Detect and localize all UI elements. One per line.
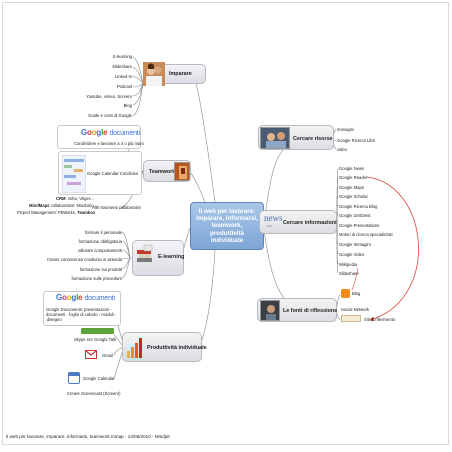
gmail-icon [85,350,97,359]
people-photo [260,127,290,149]
topic-teamwork[interactable]: Teamwork [143,160,191,182]
teamwork-calendar: Google Calendar Condiviso [87,171,139,176]
calendar-screenshot-card: Google Calendar Condiviso [58,151,142,195]
google-docs-logo: Google documenti [81,128,140,137]
produttivita-screencast: Creare Screencast (Screenr) [67,391,121,396]
info-item-4: Google Ricerca Blog [339,204,378,209]
produttivita-gmail: Gmail [102,353,113,358]
produttivita-calendar: Google Calendar [83,376,115,381]
news-badge-sub: mais [266,224,273,228]
imparare-item-linkedin: Linked In [115,74,132,79]
topic-cercare-risorse-label: Cercare risorse [293,136,333,142]
risorse-item-libri: Google Ricerca Libri [337,138,375,143]
imparare-item-blog: Blog [123,103,132,108]
elearning-item-3: Creare conoscenza condivisa in azienda [46,257,122,262]
teamwork-altri: Altri strumenti collaborativi [92,205,141,210]
imparare-item-video: Youtube, vimeo, Screenr [86,94,132,99]
topic-fonti-label: Le fonti di riflessione [283,308,338,314]
elearning-item-0: formare il personale [84,230,122,235]
topic-cercare-informazioni[interactable]: news mais Cercare informazioni [259,210,337,234]
elearning-item-1: formazione obbligatoria [78,239,122,244]
blog-icon [341,289,350,298]
produttivita-docs-line1: Google Documents: presentazioni - [46,307,112,312]
fonti-item-siti: Siti di riferimento [364,317,396,322]
books-photo [135,244,155,264]
topic-teamwork-label: Teamwork [149,169,176,175]
teamwork-project: Project Management: PbWorks, Teambox [17,210,96,215]
imparare-item-guide: Guide e corsi di Google [88,113,132,118]
bar-chart-icon [126,335,144,359]
calendar-thumbnail [62,155,86,193]
connector-central-imparare [194,79,216,203]
central-topic-title: Il web per lavorare: imparare, informars… [196,207,258,244]
google-docs-card-teamwork: Google documenti Condividere e lavorare … [57,125,144,149]
elearning-item-2: allenare comportamenti [78,248,122,253]
connector-central-produttivita [199,249,216,347]
person-photo [260,300,280,321]
fonti-item-blog: Blog [352,291,361,296]
teamwork-photo [174,162,190,181]
calendar-icon [68,372,80,384]
teamwork-condividere: Condividere e lavorare a 4 o più mani [74,141,144,146]
google-docs-card-produttivita: Google documenti Google Documents: prese… [43,291,121,326]
topic-cercare-risorse[interactable]: Cercare risorse [258,125,334,150]
news-badge: news mais [264,213,284,231]
info-item-0: Google News [339,166,365,171]
info-item-10: Wikipedia [339,262,358,267]
info-item-9: Google Video [339,252,365,257]
info-item-8: Google Immagini [339,242,371,247]
imparare-item-slideshare: Slideshare [112,64,132,69]
skype-talk-banner [81,328,114,334]
topic-elearning[interactable]: E-learning [132,240,184,276]
produttivita-docs-line2: documenti - foglio di calcolo - moduli - [46,312,117,317]
topic-fonti[interactable]: Le fonti di riflessione [257,298,337,322]
siti-icon [341,315,361,322]
topic-cercare-informazioni-label: Cercare informazioni [283,220,337,226]
teamwork-mindmaps: MindMaps collaborative: Mindomo, ... [29,203,100,208]
footer-caption: Il web per lavorare, imparare, informars… [6,434,170,439]
produttivita-docs-line3: disegno [47,317,62,322]
info-item-3: Google Scholar [339,194,368,199]
topic-produttivita[interactable]: Produttività individuale [122,332,207,362]
info-item-1: Google Reader [339,175,368,180]
relationship-arrow [366,176,419,322]
info-item-6: Google Presentations [339,223,380,228]
elearning-item-5: formazione sulle procedure [71,276,122,281]
teamwork-crm: CRM: zoho, Vtiger... [56,196,94,201]
topic-imparare[interactable]: Imparare [143,62,206,86]
risorse-item-video: video [337,147,348,152]
elearning-item-4: formazione sui prodotti [79,267,122,272]
relationship-arrow-small [351,267,359,291]
info-item-7: Motori di ricerca specializzati [339,232,393,237]
info-item-5: Google ZeitGeist [339,213,371,218]
topic-imparare-label: Imparare [169,71,192,77]
students-photo [143,62,165,86]
risorse-item-immagini: Immagini [337,127,354,132]
page-border [2,2,449,445]
imparare-item-podcast: Podcast [116,84,132,89]
produttivita-skype: Skype ere Google Talk [74,337,117,342]
central-topic[interactable]: Il web per lavorare: imparare, informars… [190,202,264,250]
connector-central-teamwork [189,171,206,203]
topic-elearning-label: E-learning [158,254,185,260]
news-badge-word: news [264,213,283,223]
google-docs-logo-2: Google documenti [56,293,115,302]
fonti-item-social: Social Network [341,307,369,312]
topic-produttivita-label: Produttività individuale [147,345,207,351]
info-item-2: Google Maps [339,185,364,190]
imparare-item-elearning: E-learning [112,54,132,59]
info-item-11: Slideshare [339,271,359,276]
